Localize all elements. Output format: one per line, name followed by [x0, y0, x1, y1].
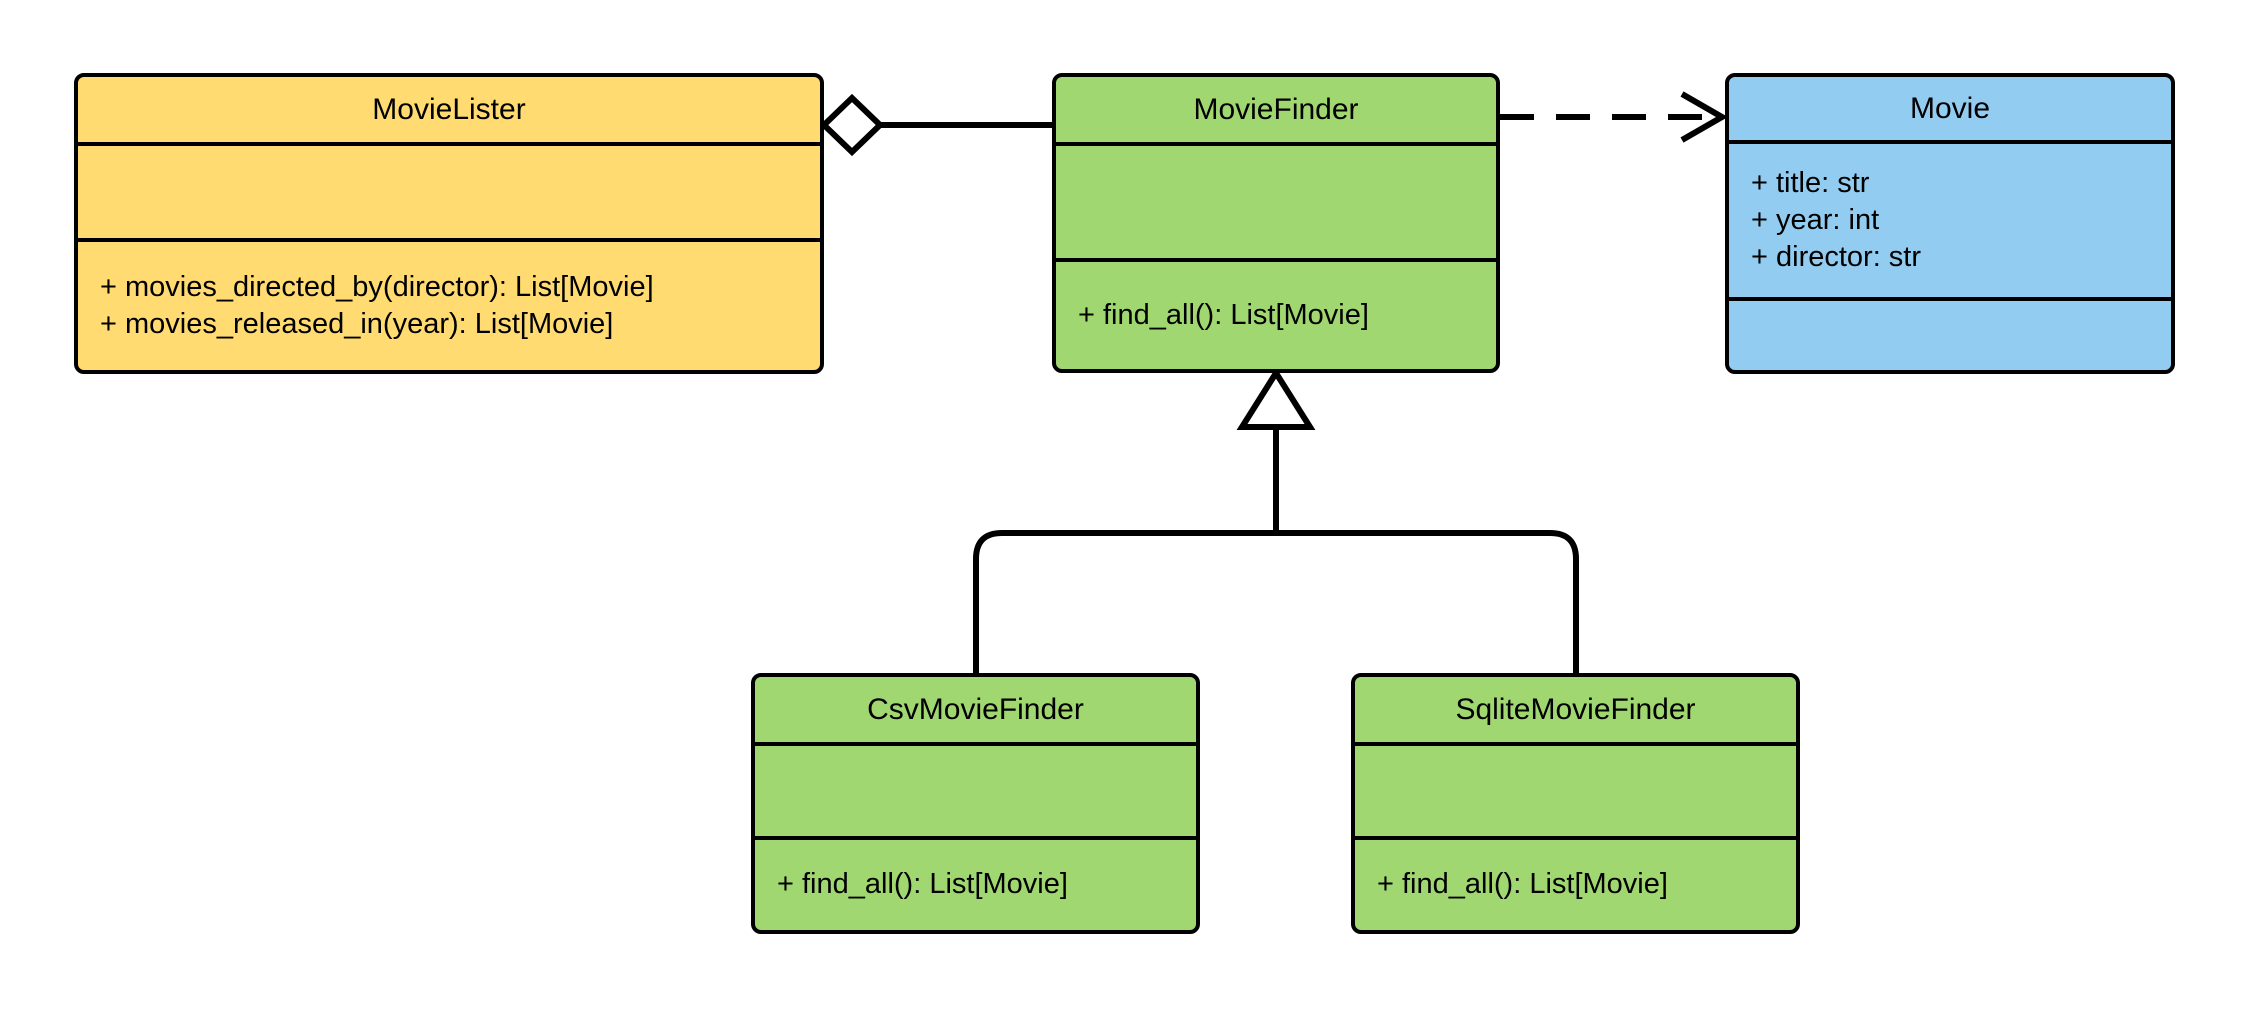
operation-item: + movies_released_in(year): List[Movie] [100, 308, 614, 340]
class-operations-compartment-sqlitemoviefinder: + find_all(): List[Movie] [1355, 836, 1796, 930]
dependency-moviefinder-movie [1500, 91, 1729, 143]
generalization-branch-sqlite [1276, 530, 1579, 673]
class-name-movielister: MovieLister [372, 93, 526, 126]
class-attributes-compartment-movielister [78, 142, 820, 238]
hollow-triangle-icon [1236, 367, 1316, 430]
class-operations-compartment-csvmoviefinder: + find_all(): List[Movie] [755, 836, 1196, 930]
operation-item: + find_all(): List[Movie] [777, 868, 1068, 901]
class-title-compartment-moviefinder: MovieFinder [1056, 77, 1496, 142]
operation-item: + movies_directed_by(director): List[Mov… [100, 270, 654, 303]
aggregation-movielister-moviefinder [819, 93, 1052, 157]
class-name-csvmoviefinder: CsvMovieFinder [867, 693, 1084, 726]
hollow-diamond-icon [819, 93, 885, 157]
class-title-compartment-movielister: MovieLister [78, 77, 820, 142]
attribute-item: + title: str [1751, 166, 1870, 199]
class-title-compartment-csvmoviefinder: CsvMovieFinder [755, 677, 1196, 742]
class-box-moviefinder[interactable]: MovieFinder + find_all(): List[Movie] [1052, 73, 1500, 373]
class-operations-compartment-moviefinder: + find_all(): List[Movie] [1056, 258, 1496, 369]
class-operations-compartment-movielister: + movies_directed_by(director): List[Mov… [78, 238, 820, 370]
generalization-branch-csv [973, 530, 1276, 673]
class-attributes-compartment-sqlitemoviefinder [1355, 742, 1796, 836]
class-box-csvmoviefinder[interactable]: CsvMovieFinder + find_all(): List[Movie] [751, 673, 1200, 934]
class-name-sqlitemoviefinder: SqliteMovieFinder [1455, 693, 1696, 726]
open-arrow-icon [1680, 91, 1729, 143]
class-name-movie: Movie [1909, 92, 1991, 125]
class-box-movielister[interactable]: MovieLister + movies_directed_by(directo… [74, 73, 824, 374]
class-box-movie[interactable]: Movie + title: str + year: int + directo… [1725, 73, 2175, 374]
class-attributes-compartment-moviefinder [1056, 142, 1496, 258]
class-title-compartment-sqlitemoviefinder: SqliteMovieFinder [1355, 677, 1796, 742]
class-attributes-compartment-csvmoviefinder [755, 742, 1196, 836]
operation-item: + find_all(): List[Movie] [1078, 298, 1369, 331]
class-title-compartment-movie: Movie [1729, 77, 2171, 140]
class-attributes-compartment-movie: + title: str + year: int + director: str [1729, 140, 2171, 297]
attribute-item: + director: str [1751, 241, 1922, 274]
class-box-sqlitemoviefinder[interactable]: SqliteMovieFinder + find_all(): List[Mov… [1351, 673, 1800, 934]
generalization-to-moviefinder [973, 367, 1579, 673]
class-name-moviefinder: MovieFinder [1193, 93, 1359, 126]
class-operations-compartment-movie [1729, 297, 2171, 370]
operation-item: + find_all(): List[Movie] [1377, 868, 1668, 901]
attribute-item: + year: int [1751, 203, 1880, 236]
